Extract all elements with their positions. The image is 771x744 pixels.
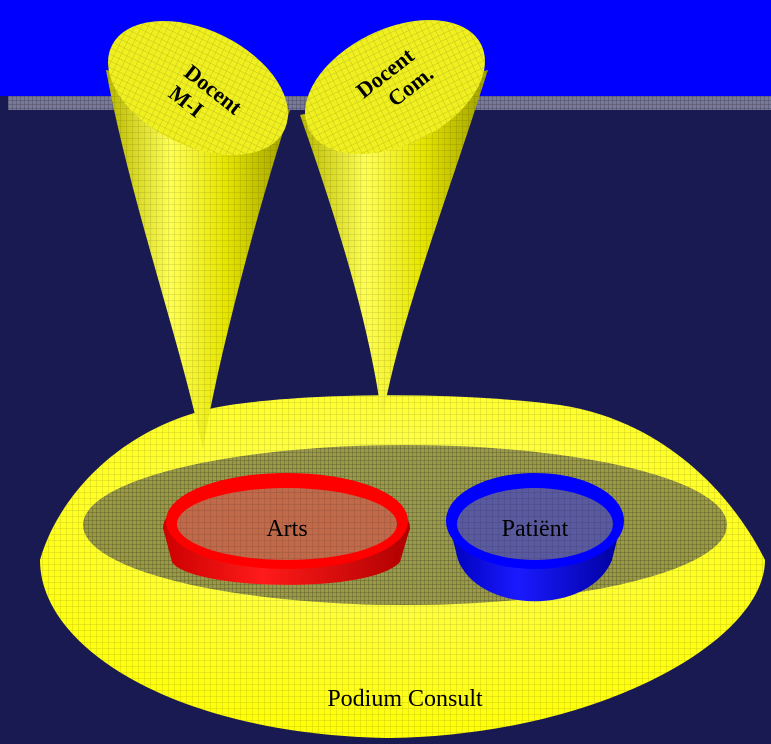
- podium-label: Podium Consult: [327, 686, 483, 712]
- patient-label: Patiënt: [502, 516, 569, 542]
- arts-cylinder: [163, 473, 410, 585]
- docent-com-cone: [300, 20, 488, 420]
- docent-mi-cone: [106, 21, 290, 450]
- arts-label: Arts: [266, 516, 307, 542]
- patient-cylinder: [446, 473, 624, 602]
